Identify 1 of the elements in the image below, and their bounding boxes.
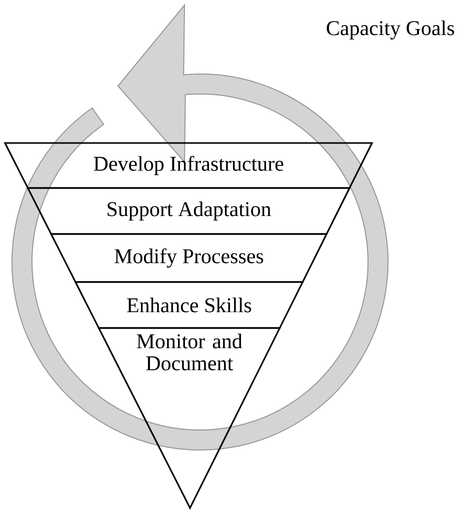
heading-text: Capacity Goals [326,20,454,40]
